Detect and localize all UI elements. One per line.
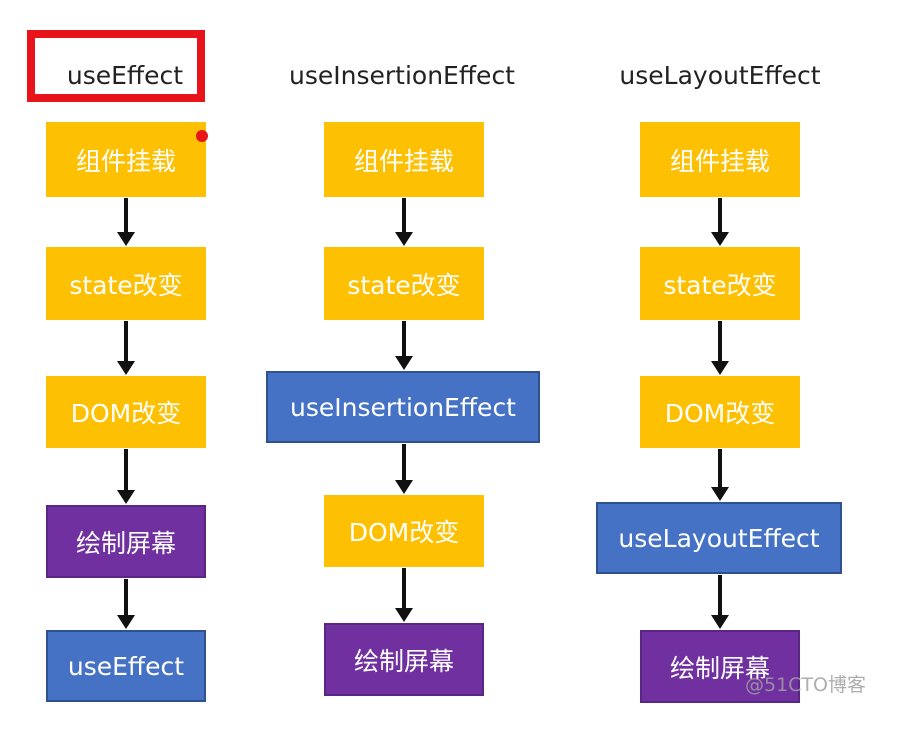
red-dot-marker xyxy=(196,130,208,142)
node-component-mount-1: 组件挂载 xyxy=(46,122,206,197)
node-state-change-2: state改变 xyxy=(324,247,484,320)
arrow-2-4 xyxy=(395,568,413,622)
watermark: @51CTO博客 xyxy=(745,674,867,696)
arrow-3-1 xyxy=(711,198,729,246)
arrow-2-3 xyxy=(395,444,413,494)
column-title-useinsertioneffect: useInsertionEffect xyxy=(289,61,515,90)
arrow-2-1 xyxy=(395,198,413,246)
node-useeffect: useEffect xyxy=(46,630,206,702)
column-title-uselayouteffect: useLayoutEffect xyxy=(619,61,821,90)
node-component-mount-2: 组件挂载 xyxy=(324,122,484,197)
selected-column-highlight xyxy=(27,30,205,102)
arrow-3-2 xyxy=(711,321,729,375)
node-uselayouteffect: useLayoutEffect xyxy=(596,502,842,574)
arrow-1-1 xyxy=(117,198,135,246)
arrow-3-4 xyxy=(711,575,729,629)
arrow-2-2 xyxy=(395,321,413,370)
arrow-1-3 xyxy=(117,449,135,504)
arrow-1-4 xyxy=(117,579,135,629)
arrow-1-2 xyxy=(117,321,135,375)
node-component-mount-3: 组件挂载 xyxy=(640,122,800,197)
node-state-change-3: state改变 xyxy=(640,247,800,320)
node-paint-screen-2: 绘制屏幕 xyxy=(324,623,484,696)
node-state-change-1: state改变 xyxy=(46,247,206,320)
node-dom-change-3: DOM改变 xyxy=(640,376,800,448)
node-dom-change-2: DOM改变 xyxy=(324,495,484,567)
node-useinsertioneffect: useInsertionEffect xyxy=(266,371,540,443)
column-title-useeffect: useEffect xyxy=(66,61,184,90)
node-paint-screen-3: 绘制屏幕 xyxy=(640,630,800,703)
node-paint-screen-1: 绘制屏幕 xyxy=(46,505,206,578)
node-dom-change-1: DOM改变 xyxy=(46,376,206,448)
bottom-band xyxy=(0,707,918,731)
arrow-3-3 xyxy=(711,449,729,501)
